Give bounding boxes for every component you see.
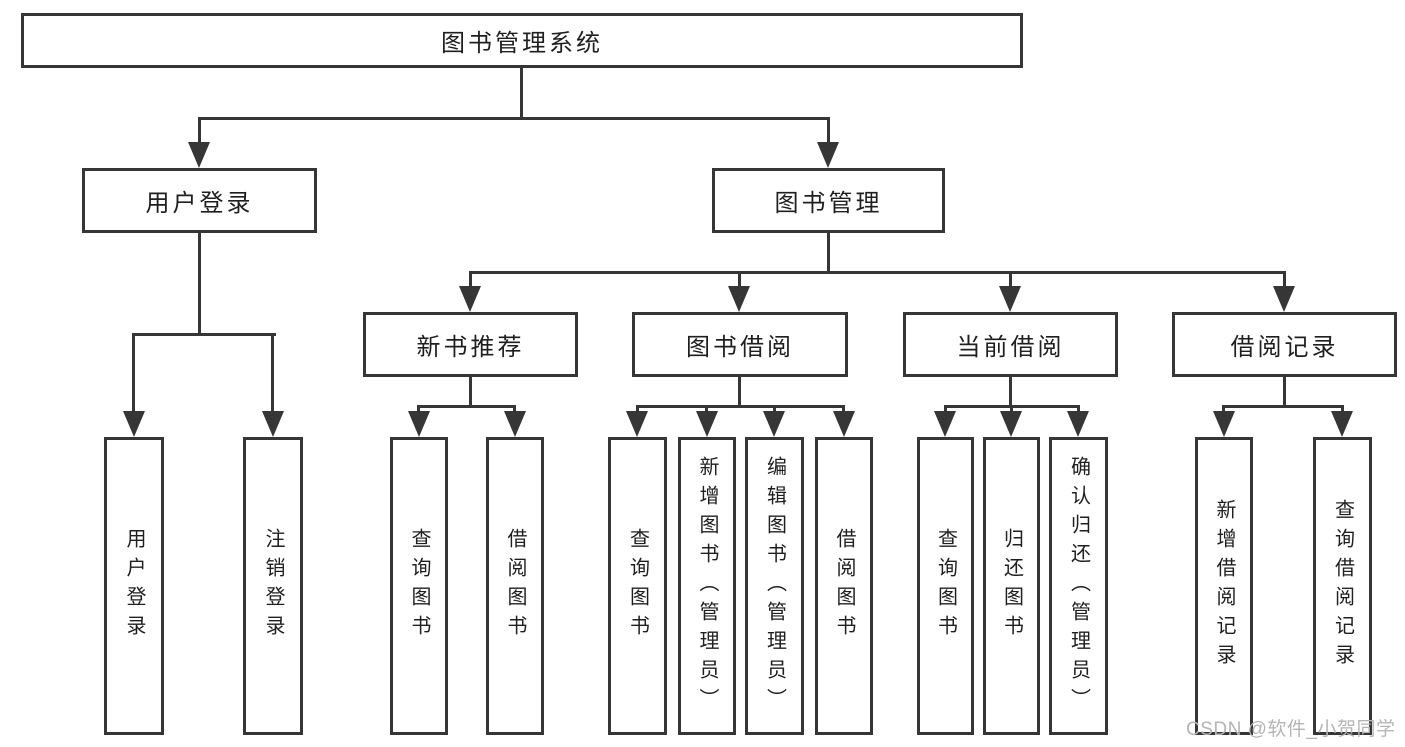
arrow-down-icon — [833, 411, 855, 437]
arrow-down-icon — [1067, 411, 1089, 437]
connector-line — [738, 377, 741, 408]
connector-line — [1283, 377, 1286, 408]
connector-line — [132, 333, 135, 413]
node-borrowing-records: 借阅记录 — [1172, 312, 1397, 377]
node-new-book-recommend: 新书推荐 — [363, 312, 578, 377]
connector-line — [198, 233, 201, 335]
connector-line — [198, 117, 830, 120]
node-root: 图书管理系统 — [21, 13, 1023, 68]
arrow-down-icon — [1000, 411, 1022, 437]
connector-line — [1222, 405, 1344, 408]
arrow-down-icon — [817, 142, 839, 168]
arrow-down-icon — [408, 411, 430, 437]
arrow-down-icon — [459, 286, 481, 312]
node-current-borrowing: 当前借阅 — [903, 312, 1118, 377]
connector-line — [773, 405, 776, 414]
arrow-down-icon — [188, 142, 210, 168]
arrow-down-icon — [763, 411, 785, 437]
arrow-down-icon — [1331, 411, 1353, 437]
leaf-query-books-1: 查询图书 — [390, 437, 448, 735]
connector-line — [271, 333, 274, 413]
leaf-return-books: 归还图书 — [983, 437, 1040, 735]
connector-line — [1341, 405, 1344, 414]
leaf-query-books-3: 查询图书 — [917, 437, 974, 735]
arrow-down-icon — [626, 411, 648, 437]
connector-line — [513, 405, 516, 414]
leaf-confirm-return-admin: 确认归还（管理员） — [1049, 437, 1108, 735]
connector-line — [1222, 405, 1225, 414]
connector-line — [1009, 271, 1012, 289]
arrow-down-icon — [1273, 286, 1295, 312]
connector-line — [469, 377, 472, 408]
arrow-down-icon — [728, 286, 750, 312]
connector-line — [827, 232, 830, 273]
leaf-borrow-books-2: 借阅图书 — [815, 437, 873, 735]
connector-line — [417, 405, 516, 408]
connector-line — [842, 405, 845, 414]
connector-line — [198, 117, 201, 145]
arrow-down-icon — [934, 411, 956, 437]
leaf-edit-books-admin: 编辑图书（管理员） — [745, 437, 804, 735]
leaf-user-login: 用户登录 — [104, 437, 164, 735]
leaf-logout: 注销登录 — [243, 437, 303, 735]
leaf-add-borrow-record: 新增借阅记录 — [1195, 437, 1253, 735]
connector-line — [705, 405, 708, 414]
connector-line — [1283, 271, 1286, 289]
connector-line — [636, 405, 845, 408]
connector-line — [469, 271, 472, 289]
arrow-down-icon — [696, 411, 718, 437]
connector-line — [827, 117, 830, 145]
leaf-query-borrow-record: 查询借阅记录 — [1313, 437, 1372, 735]
node-book-management: 图书管理 — [712, 168, 945, 233]
connector-line — [738, 271, 741, 289]
connector-line — [636, 405, 639, 414]
connector-line — [1009, 377, 1012, 408]
arrow-down-icon — [123, 411, 145, 437]
connector-line — [469, 271, 1286, 274]
node-user-login: 用户登录 — [82, 168, 317, 233]
leaf-borrow-books-1: 借阅图书 — [486, 437, 544, 735]
arrow-down-icon — [504, 411, 526, 437]
node-book-borrowing: 图书借阅 — [632, 312, 848, 377]
connector-line — [132, 333, 276, 336]
leaf-add-books-admin: 新增图书（管理员） — [678, 437, 736, 735]
connector-line — [1077, 405, 1080, 414]
arrow-down-icon — [262, 411, 284, 437]
arrow-down-icon — [999, 286, 1021, 312]
arrow-down-icon — [1213, 411, 1235, 437]
connector-line — [1010, 405, 1013, 414]
leaf-query-books-2: 查询图书 — [608, 437, 667, 735]
connector-line — [520, 68, 523, 118]
connector-line — [417, 405, 420, 414]
watermark: CSDN @软件_小贺同学 — [1186, 719, 1396, 740]
connector-line — [944, 405, 947, 414]
